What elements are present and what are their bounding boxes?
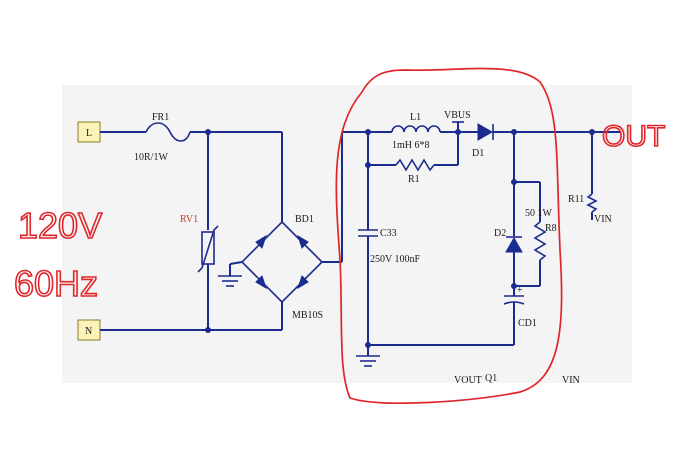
bridge-diode-icon [255, 234, 267, 249]
resistor-r8-ref: R8 [545, 223, 557, 234]
resistor-r11-net: VIN [594, 214, 612, 225]
highlight-loop [335, 67, 563, 404]
inductor-symbol [391, 125, 441, 133]
vbus-label: VBUS [444, 110, 471, 121]
resistor-r11-ref: R11 [568, 194, 584, 205]
terminal-N-label: N [85, 326, 92, 337]
annotation-frequency: 60Hz [14, 263, 98, 304]
resistor-r8-symbol [533, 221, 547, 261]
diode-d1-icon [477, 123, 494, 141]
fuse-value: 10R/1W [134, 152, 168, 163]
cap-cd1-ref: CD1 [518, 318, 537, 329]
bridge-part: MB10S [292, 310, 323, 321]
annotation-voltage: 120V [18, 205, 102, 246]
resistor-r11-symbol [586, 193, 598, 213]
wire-bridge-left [229, 261, 243, 265]
junction-dot [205, 129, 211, 135]
fuse-ref: FR1 [152, 112, 169, 123]
cap-c33-value: 250V 100nF [370, 254, 421, 265]
inductor-ref: L1 [410, 112, 421, 123]
resistor-r8-value: 50 1W [525, 208, 553, 219]
inductor-value: 1mH 6*8 [392, 140, 430, 151]
varistor-ref: RV1 [180, 214, 198, 225]
diode-d1-ref: D1 [472, 148, 484, 159]
cap-c33-ref: C33 [380, 228, 397, 239]
bridge-diamond [240, 220, 324, 304]
resistor-r1-ref: R1 [408, 174, 420, 185]
schematic-sheet [62, 85, 632, 383]
diode-d2-ref: D2 [494, 228, 506, 239]
annotation-output: OUT [602, 120, 665, 153]
net-vout: VOUT [454, 375, 482, 386]
bridge-diode-icon [297, 275, 309, 290]
ref-q1: Q1 [485, 373, 497, 384]
fuse-symbol [145, 122, 191, 142]
bridge-diode-icon [297, 234, 309, 249]
varistor-slash [197, 225, 219, 273]
net-vin: VIN [562, 375, 580, 386]
junction-dot [205, 327, 211, 333]
bridge-diode-icon [255, 275, 267, 290]
terminal-L-label: L [86, 128, 92, 139]
cap-cd1-polarity: + [517, 285, 523, 296]
bridge-ref: BD1 [295, 214, 314, 225]
junction-dot [365, 342, 371, 348]
resistor-r1-symbol [395, 158, 435, 172]
